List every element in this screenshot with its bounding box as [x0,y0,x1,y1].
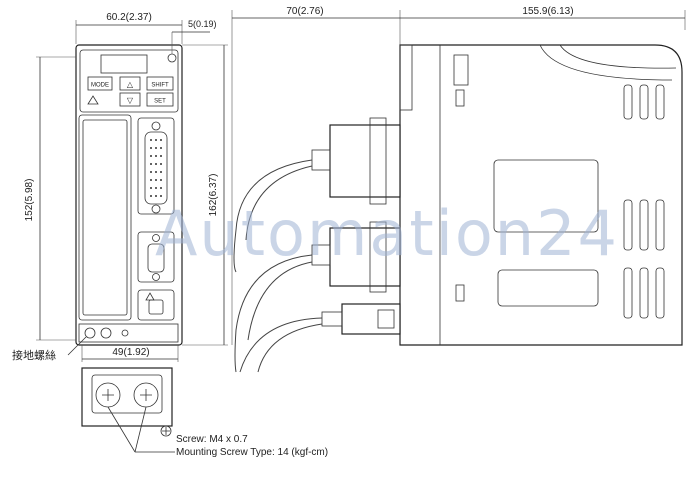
shift-button[interactable] [146,76,174,91]
cn1-screw-top [151,121,161,131]
up-button[interactable] [119,76,141,91]
set-label: SET [154,99,166,105]
left-height-label: 152(5.98) [24,179,35,222]
up-label: △ [127,80,134,89]
detail-frame [81,367,173,427]
side-window-upper [493,159,599,233]
logo-icon [87,95,99,105]
screw-spec-label: Screw: M4 x 0.7 [176,434,248,445]
set-button[interactable] [146,92,174,107]
ground-screw-right [100,327,112,339]
cn3-plug [341,303,401,335]
cn2-side-connector [234,221,401,373]
mode-label: MODE [91,83,109,89]
cn1-pins [150,139,162,197]
front-width-label: 60.2(2.37) [106,12,152,23]
side-depth-label: 155.9(6.13) [522,6,573,17]
cn1-latch [369,117,387,205]
cn2-connector [147,243,165,273]
shift-label: SHIFT [151,83,169,89]
cn1-frame [137,117,175,215]
mounting-spec-label: Mounting Screw Type: 14 (kgf-cm) [176,447,328,458]
cn2-plug [329,227,401,287]
display-panel [79,49,179,113]
ground-terminal-strip [78,323,179,343]
down-label: ▽ [127,96,134,105]
side-label-plate [453,54,469,86]
cn1-connector [144,131,168,205]
side-view: 70(2.76) 155.9(6.13) [231,6,686,373]
side-indicator-top [455,89,465,107]
cn2-screw-top [152,234,160,242]
screw-symbol-icon [160,425,172,437]
down-button[interactable] [119,92,141,107]
drive-body-side [399,44,683,346]
front-cover [78,114,132,321]
cn1-plug [329,124,401,198]
ground-screw-label: 接地螺絲 [12,348,56,362]
cn2-frame [137,231,175,283]
screw-detail: Screw: M4 x 0.7 Mounting Screw Type: 14 … [81,367,328,458]
cn3-side-connector [239,303,401,373]
lcd-display [100,54,148,74]
front-dimensions: 60.2(2.37) 5(0.19) 152(5.98) 162(6.37) 4… [12,12,228,362]
front-lip [399,44,413,111]
side-indicator-bottom [455,284,465,302]
mount-hole-bottom [121,329,129,337]
cn1-side-connector [233,117,401,273]
cn3-frame [137,289,175,321]
front-view: MODE △ SHIFT ▽ SET [75,44,183,346]
vent-slots [623,84,665,319]
top-offset-label: 5(0.19) [188,19,217,29]
warning-icon [145,292,155,301]
bottom-width-label: 49(1.92) [112,347,149,358]
cn1-screw-bottom [151,204,161,214]
cn2-latch [369,221,387,293]
side-window-lower [497,269,599,307]
watermark-text: Automation24 [155,197,619,270]
detail-terminal [91,374,163,414]
right-height-label: 162(6.37) [208,174,219,217]
cn1-strain-relief [311,149,331,171]
cn3-tab [377,309,395,329]
ground-screw-left [84,327,96,339]
cn3-connector [148,299,164,315]
cn3-strain-relief [321,311,343,327]
connector-depth-label: 70(2.76) [286,6,323,17]
mode-button[interactable] [87,76,113,91]
cn2-screw-bottom [152,273,160,281]
front-cover-inner [82,119,128,316]
